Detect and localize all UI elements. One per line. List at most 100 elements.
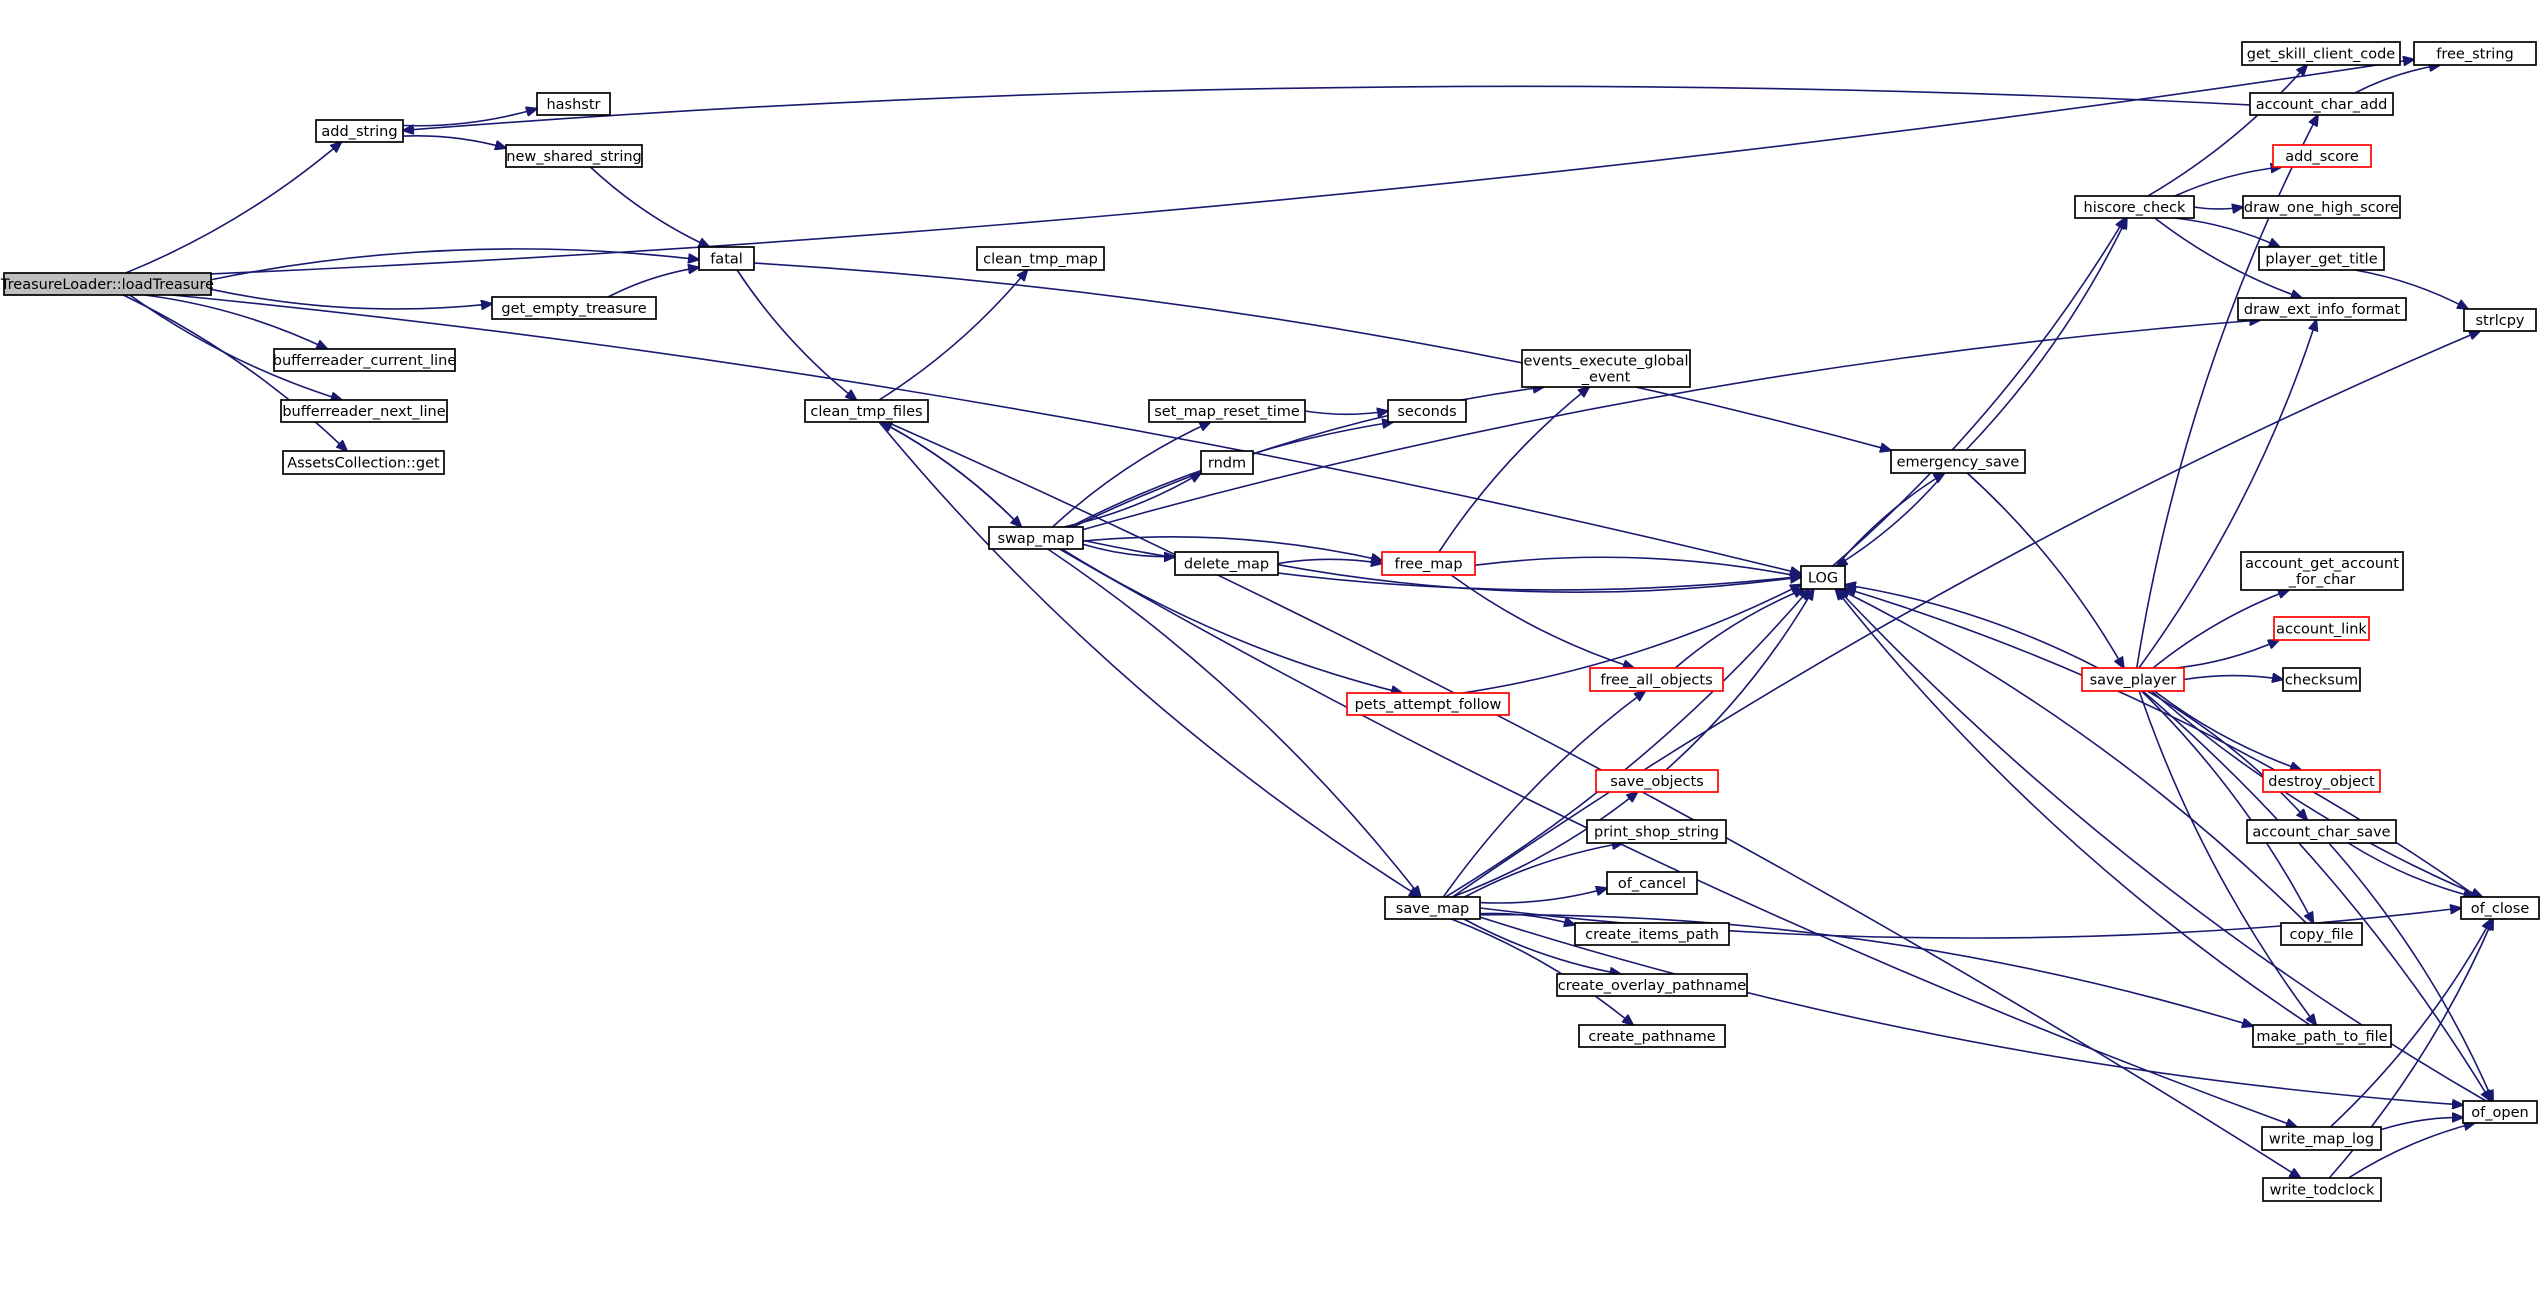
node-save-player[interactable]: save_player xyxy=(2081,667,2185,692)
node-label: player_get_title xyxy=(2265,252,2377,268)
node-box xyxy=(1200,450,1254,475)
node-save-objects[interactable]: save_objects xyxy=(1595,769,1719,793)
node-copy-file[interactable]: copy_file xyxy=(2280,922,2363,946)
node-label: free_string xyxy=(2436,47,2513,63)
node-clean-tmp-files[interactable]: clean_tmp_files xyxy=(804,399,929,423)
node-label: LOG xyxy=(1808,571,1838,587)
node-label: create_items_path xyxy=(1585,927,1719,943)
node-box xyxy=(2460,896,2540,920)
edge-save_map-to-of_open xyxy=(1479,916,2463,1105)
node-label: of_open xyxy=(2471,1105,2528,1121)
node-label: bufferreader_next_line xyxy=(282,404,445,420)
node-box xyxy=(1800,565,1846,590)
node-destroy-object[interactable]: destroy_object xyxy=(2262,769,2381,793)
node-label: write_map_log xyxy=(2269,1132,2374,1148)
node-label: pets_attempt_follow xyxy=(1355,697,1502,713)
node-print-shop-string[interactable]: print_shop_string xyxy=(1586,819,1727,844)
node-draw-ext-info-format[interactable]: draw_ext_info_format xyxy=(2237,297,2407,321)
edge-emergency_save-to-LOG xyxy=(1836,472,1946,566)
node-player-get-title[interactable]: player_get_title xyxy=(2258,246,2385,271)
node-label: create_pathname xyxy=(1588,1029,1715,1045)
node-get-skill-client-code[interactable]: get_skill_client_code xyxy=(2241,41,2401,66)
node-bufferreader-current-line[interactable]: bufferreader_current_line xyxy=(273,348,457,372)
edge-free_map-to-events_execute_global_event xyxy=(1438,387,1589,553)
node-write-todclock[interactable]: write_todclock xyxy=(2262,1177,2382,1202)
node-pets-attempt-follow[interactable]: pets_attempt_follow xyxy=(1346,692,1510,716)
node-box xyxy=(273,348,456,372)
node-box xyxy=(1346,692,1510,716)
node-save-map[interactable]: save_map xyxy=(1384,896,1481,920)
node-box xyxy=(2280,922,2363,946)
node-account-link[interactable]: account_link xyxy=(2273,616,2370,641)
node-bufferreader-next-line[interactable]: bufferreader_next_line xyxy=(280,399,448,423)
node-checksum[interactable]: checksum xyxy=(2282,667,2361,692)
node-get-empty-treasure[interactable]: get_empty_treasure xyxy=(491,296,657,320)
node-label: events_execute_global xyxy=(1523,354,1688,370)
node-label: _event xyxy=(1581,370,1631,386)
node-account-char-save[interactable]: account_char_save xyxy=(2246,819,2397,844)
node-hiscore-check[interactable]: hiscore_check xyxy=(2074,195,2195,219)
node-label: make_path_to_file xyxy=(2256,1029,2387,1045)
edge-write_map_log-to-of_open xyxy=(2380,1117,2463,1131)
node-label: hiscore_check xyxy=(2084,200,2186,216)
node-write-map-log[interactable]: write_map_log xyxy=(2261,1126,2382,1151)
node-swap-map[interactable]: swap_map xyxy=(988,526,1084,550)
node-label: free_all_objects xyxy=(1600,673,1712,689)
node-label: fatal xyxy=(710,252,743,268)
node-box xyxy=(1586,819,1727,844)
node-set-map-reset-time[interactable]: set_map_reset_time xyxy=(1148,399,1306,423)
node-label: save_map xyxy=(1396,901,1469,917)
edge-loadTreasure-to-free_string xyxy=(210,59,2414,275)
node-label: account_char_save xyxy=(2252,825,2390,841)
node-box xyxy=(2413,41,2537,66)
node-clean-tmp-map[interactable]: clean_tmp_map xyxy=(976,246,1105,271)
node-log[interactable]: LOG xyxy=(1800,565,1846,590)
node-box xyxy=(2262,1177,2382,1202)
node-label: free_map xyxy=(1394,557,1462,573)
node-add-string[interactable]: add_string xyxy=(315,119,404,143)
node-of-open[interactable]: of_open xyxy=(2462,1100,2538,1124)
node-box xyxy=(2282,667,2361,692)
edge-swap_map-to-set_map_reset_time xyxy=(1051,422,1211,528)
node-box xyxy=(2252,1024,2392,1048)
node-loadtreasure[interactable]: TreasureLoader::loadTreasure xyxy=(0,272,214,296)
node-make-path-to-file[interactable]: make_path_to_file xyxy=(2252,1024,2392,1048)
edge-save_player-to-account_char_add xyxy=(2135,115,2318,669)
node-free-all-objects[interactable]: free_all_objects xyxy=(1589,667,1724,692)
edge-clean_tmp_files-to-swap_map xyxy=(880,421,1021,527)
node-seconds[interactable]: seconds xyxy=(1387,399,1467,423)
node-new-shared-string[interactable]: new_shared_string xyxy=(505,144,643,168)
edge-swap_map-to-write_map_log xyxy=(1059,548,2297,1127)
node-emergency-save[interactable]: emergency_save xyxy=(1890,449,2026,474)
node-label: swap_map xyxy=(998,531,1075,547)
node-strlcpy[interactable]: strlcpy xyxy=(2463,308,2537,332)
node-add-score[interactable]: add_score xyxy=(2272,144,2372,168)
node-label: of_cancel xyxy=(1618,876,1686,892)
node-assetscollection-get[interactable]: AssetsCollection::get xyxy=(282,450,445,475)
node-account-get-account-for-char[interactable]: account_get_account_for_char xyxy=(2240,551,2404,591)
node-free-string[interactable]: free_string xyxy=(2413,41,2537,66)
edge-loadTreasure-to-get_empty_treasure xyxy=(210,288,492,309)
node-label: draw_one_high_score xyxy=(2244,200,2399,216)
node-box xyxy=(1589,667,1724,692)
node-events-execute-global-event[interactable]: events_execute_global_event xyxy=(1521,349,1691,388)
node-create-pathname[interactable]: create_pathname xyxy=(1578,1024,1726,1048)
node-label: account_link xyxy=(2276,622,2367,638)
node-free-map[interactable]: free_map xyxy=(1381,551,1476,576)
node-of-cancel[interactable]: of_cancel xyxy=(1606,871,1698,895)
node-create-items-path[interactable]: create_items_path xyxy=(1574,922,1730,946)
node-hashstr[interactable]: hashstr xyxy=(536,92,611,116)
node-delete-map[interactable]: delete_map xyxy=(1174,551,1279,576)
edge-hiscore_check-to-draw_ext_info_format xyxy=(2154,217,2302,298)
node-draw-one-high-score[interactable]: draw_one_high_score xyxy=(2242,195,2401,219)
node-fatal[interactable]: fatal xyxy=(698,246,755,271)
node-account-char-add[interactable]: account_char_add xyxy=(2249,92,2394,116)
edge-pets_attempt_follow-to-LOG xyxy=(1462,585,1801,694)
node-of-close[interactable]: of_close xyxy=(2460,896,2540,920)
node-rndm[interactable]: rndm xyxy=(1200,450,1254,475)
call-edges xyxy=(122,59,2493,1178)
node-label: save_player xyxy=(2090,673,2177,689)
edge-of_close-to-LOG xyxy=(1845,588,2478,898)
node-create-overlay-pathname[interactable]: create_overlay_pathname xyxy=(1556,973,1748,997)
node-label: clean_tmp_files xyxy=(810,404,922,420)
